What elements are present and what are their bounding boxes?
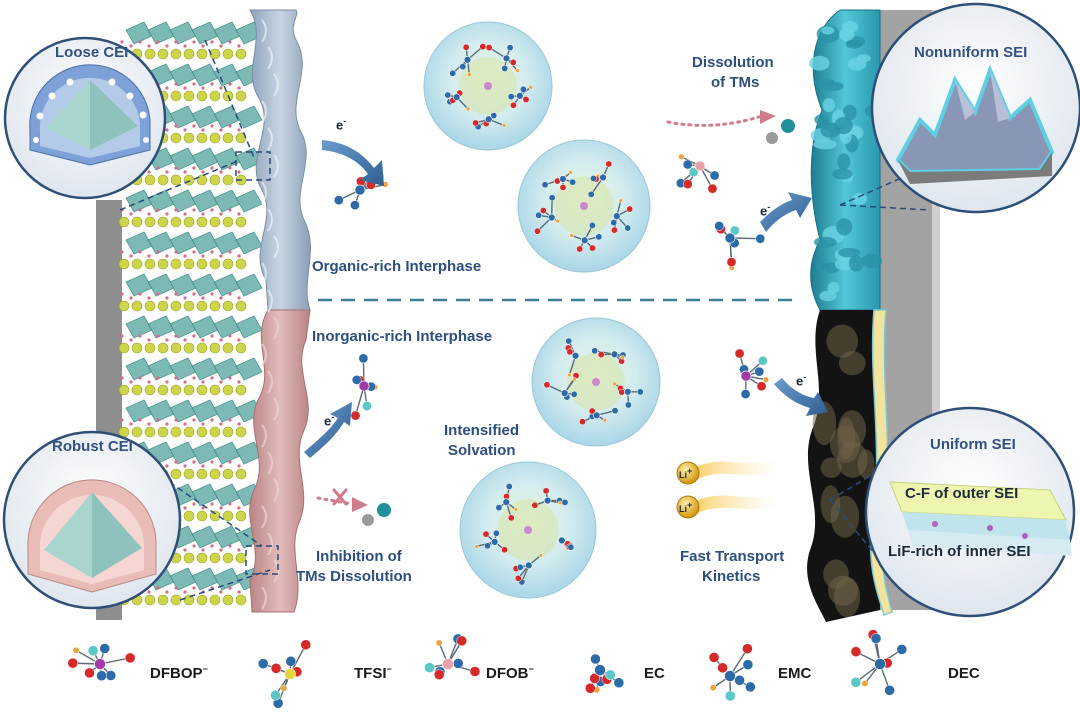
robust-cei-title: Robust CEI [52,438,133,455]
electron-label: e- [796,368,806,390]
tm-dissolution-arrow [668,116,762,125]
legend-dfbop-label: DFBOP− [150,664,208,682]
cathode-organic-layer [250,10,310,310]
uniform-sei-title: Uniform SEI [930,436,1016,453]
solvation-spheres [424,22,660,598]
fast-transport-label-line2: Kinetics [702,568,760,586]
electron-label: e- [760,198,770,220]
intensified-label-line2: Solvation [448,442,516,460]
li-ion-label: Li+ [679,499,692,515]
cf-outer-sei-label: C-F of outer SEI [905,485,1018,502]
legend-tfsi-label: TFSI− [354,664,392,682]
dissolution-label-line1: Dissolution [692,54,774,72]
electron-label: e- [336,112,346,134]
inorganic-rich-interphase-label: Inorganic-rich Interphase [312,328,492,346]
nonuniform-sei-title: Nonuniform SEI [914,44,1027,61]
lif-inner-sei-label: LiF-rich of inner SEI [888,543,1031,560]
legend-dfob-label: DFOB− [486,664,534,682]
dissolution-label-line2: of TMs [711,74,759,92]
organic-rich-interphase-label: Organic-rich Interphase [312,258,481,276]
inhibition-label-line2: TMs Dissolution [296,568,412,586]
fast-transport-label-line1: Fast Transport [680,548,784,566]
inhibition-label-line1: Inhibition of [316,548,402,566]
loose-cei-title: Loose CEI [55,44,128,61]
legend-emc-label: EMC [778,664,811,682]
legend-ec-label: EC [644,664,665,682]
electron-label: e- [324,408,334,430]
legend-dec-label: DEC [948,664,980,682]
li-ion-label: Li+ [679,465,692,481]
cathode-inorganic-layer [250,310,310,612]
intensified-label-line1: Intensified [444,422,519,440]
